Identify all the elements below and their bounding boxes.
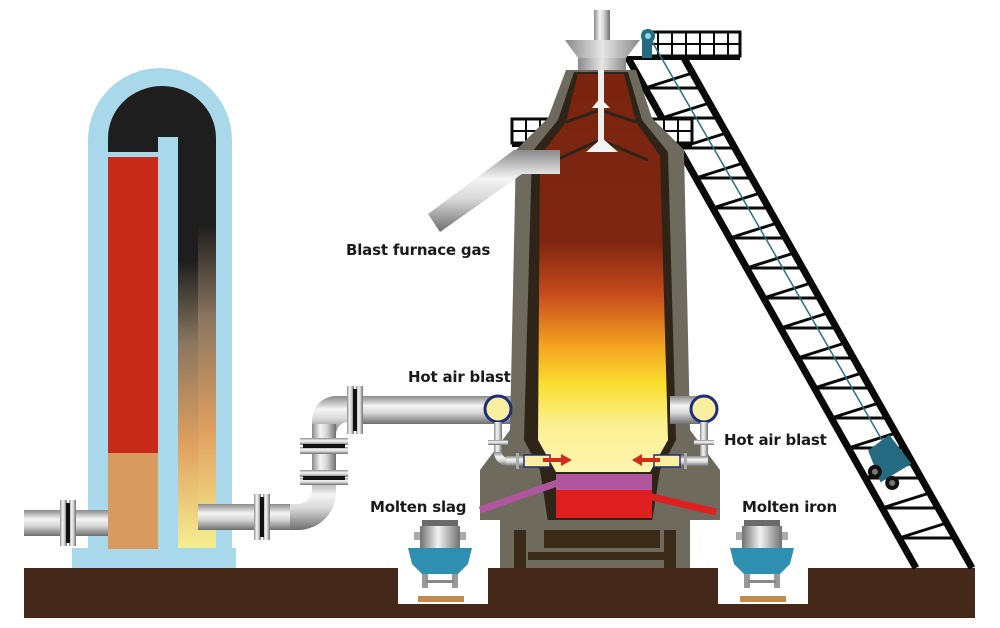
skip-car xyxy=(867,434,912,490)
slag-leader-line xyxy=(478,478,562,514)
incline-brace xyxy=(729,221,778,240)
incline-brace xyxy=(644,71,693,90)
label-molten-iron: Molten iron xyxy=(742,498,837,516)
incline-brace xyxy=(898,521,948,540)
incline-brace xyxy=(661,101,710,120)
incline-brace xyxy=(847,431,897,450)
ground xyxy=(24,568,975,618)
molten-slag-layer xyxy=(556,474,652,490)
blast-furnace xyxy=(480,70,720,568)
hoist-cable xyxy=(649,37,883,441)
air-flow-arrow-left xyxy=(543,454,572,466)
incline-brace xyxy=(746,251,795,270)
incline-brace xyxy=(813,371,863,390)
iron-ladle-car xyxy=(730,520,794,602)
incline-brace xyxy=(780,311,829,330)
molten-iron-layer xyxy=(556,490,652,518)
furnace-gas-outlet-pipe xyxy=(428,150,560,232)
tuyere-left xyxy=(483,394,551,469)
label-hot-air-blast-left: Hot air blast xyxy=(408,368,511,386)
incline-brace xyxy=(763,281,812,300)
incline-brace xyxy=(695,161,744,180)
incline-brace xyxy=(830,401,880,420)
furnace-top-hopper xyxy=(565,10,640,152)
air-flow-arrow-right xyxy=(632,454,660,466)
hot-air-pipe xyxy=(198,386,512,540)
hot-blast-stove xyxy=(72,68,236,568)
incline-brace xyxy=(712,191,761,210)
label-blast-furnace-gas: Blast furnace gas xyxy=(346,241,491,259)
label-molten-slag: Molten slag xyxy=(370,498,467,516)
iron-leader-line xyxy=(647,492,717,516)
incline-brace xyxy=(796,341,846,360)
label-hot-air-blast-right: Hot air blast xyxy=(724,431,827,449)
cold-air-inlet-pipe xyxy=(24,500,108,546)
tuyere-right xyxy=(653,394,719,469)
slag-ladle-car xyxy=(408,520,472,602)
incline-brace xyxy=(881,491,931,510)
